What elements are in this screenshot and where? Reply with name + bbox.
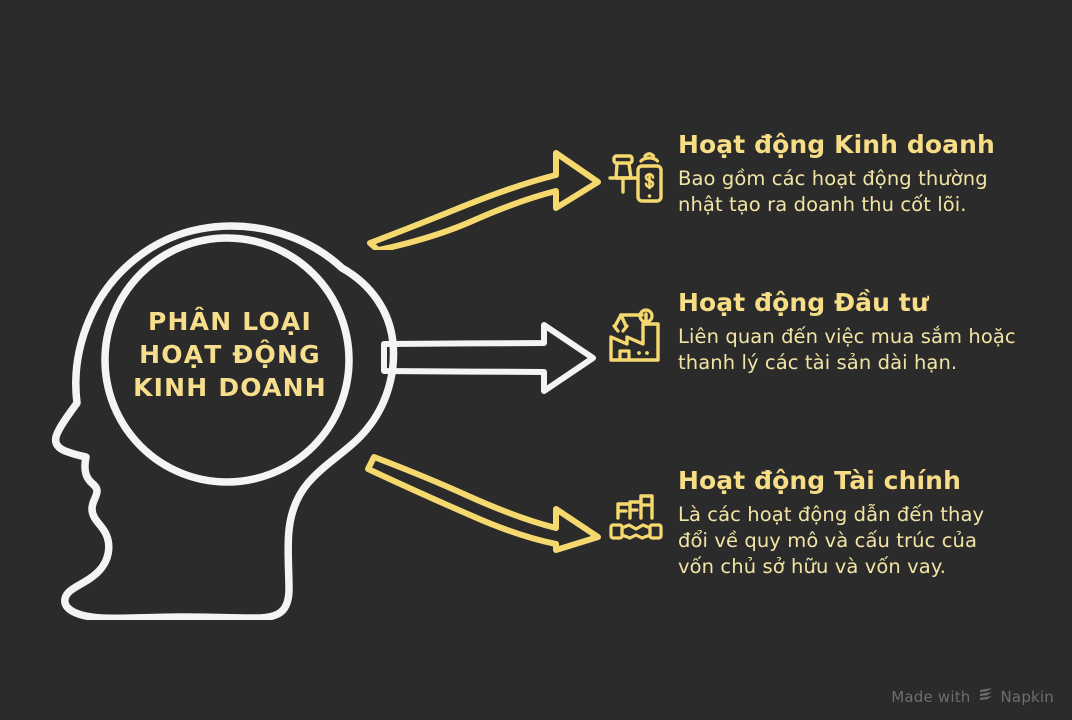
section-body-line: nhật tạo ra doanh thu cốt lõi.: [678, 193, 967, 216]
handshake-buildings-icon: [604, 492, 670, 562]
section-title: Hoạt động Tài chính: [678, 466, 961, 495]
section-body: Là các hoạt động dẫn đến thay đổi về quy…: [678, 502, 984, 580]
section-body-line: đổi về quy mô và cấu trúc của: [678, 529, 978, 552]
pos-terminal-mobile-payment-icon: [604, 148, 670, 218]
center-label-line-3: KINH DOANH: [133, 373, 327, 402]
section-text: Hoạt động Tài chính Là các hoạt động dẫn…: [670, 466, 984, 580]
section-body-line: vốn chủ sở hữu và vốn vay.: [678, 555, 946, 578]
section-body: Liên quan đến việc mua sắm hoặc thanh lý…: [678, 324, 1016, 376]
arrow-to-dau-tu: [378, 320, 603, 398]
straight-arrow-icon: [381, 322, 596, 394]
section-text: Hoạt động Đầu tư Liên quan đến việc mua …: [670, 288, 1016, 376]
center-label-line-1: PHÂN LOẠI: [148, 307, 312, 336]
napkin-watermark: Made with Napkin: [891, 687, 1054, 706]
curved-down-arrow-icon: [365, 454, 601, 553]
napkin-logo-icon: [978, 687, 994, 706]
section-text: Hoạt động Kinh doanh Bao gồm các hoạt độ…: [670, 130, 995, 218]
watermark-prefix: Made with: [891, 687, 971, 706]
head-outline-icon: [51, 222, 398, 623]
section-kinh-doanh: Hoạt động Kinh doanh Bao gồm các hoạt độ…: [604, 130, 1034, 218]
section-title: Hoạt động Kinh doanh: [678, 130, 995, 159]
section-body: Bao gồm các hoạt động thường nhật tạo ra…: [678, 166, 995, 218]
head-brain-graphic: [40, 200, 420, 623]
section-body-line: thanh lý các tài sản dài hạn.: [678, 351, 958, 374]
section-body-line: Là các hoạt động dẫn đến thay: [678, 503, 985, 526]
arrow-to-kinh-doanh: [360, 140, 605, 253]
factory-crane-icon: [604, 308, 670, 378]
watermark-brand: Napkin: [1000, 687, 1054, 706]
arrow-to-tai-chinh: [360, 445, 605, 557]
center-label-line-2: HOẠT ĐỘNG: [139, 340, 321, 369]
section-body-line: Bao gồm các hoạt động thường: [678, 167, 988, 190]
section-dau-tu: Hoạt động Đầu tư Liên quan đến việc mua …: [604, 288, 1034, 378]
section-title: Hoạt động Đầu tư: [678, 288, 929, 317]
curved-up-arrow-icon: [367, 150, 601, 253]
section-tai-chinh: Hoạt động Tài chính Là các hoạt động dẫn…: [604, 466, 1034, 580]
section-body-line: Liên quan đến việc mua sắm hoặc: [678, 325, 1016, 348]
center-label: PHÂN LOẠI HOẠT ĐỘNG KINH DOANH: [120, 305, 340, 404]
